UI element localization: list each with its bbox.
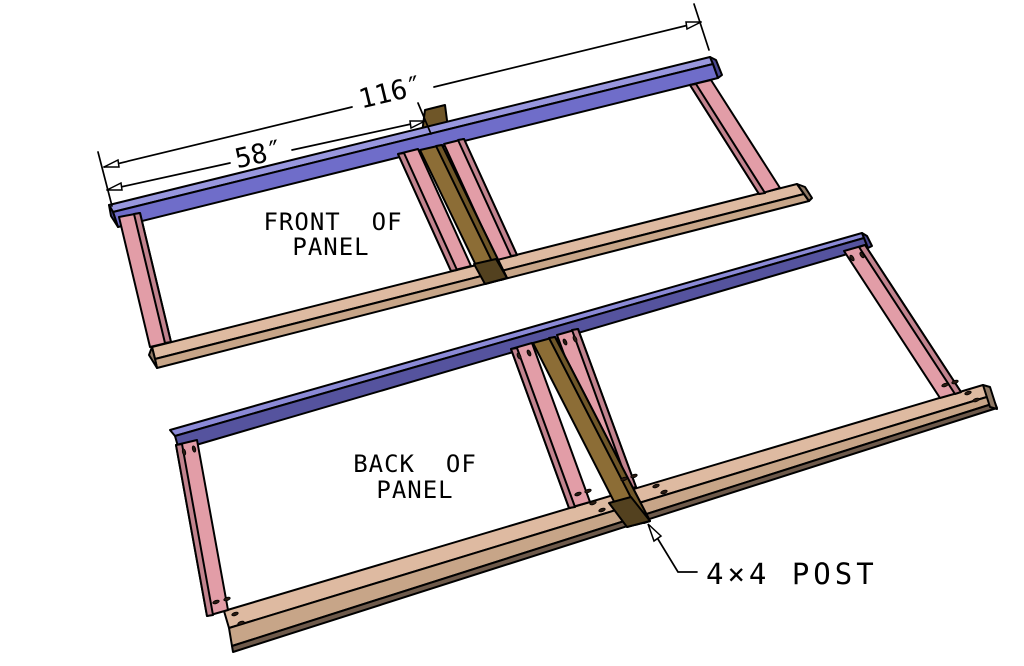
front-panel-center-post-tip	[473, 258, 508, 285]
back-panel-top-plate-right-end	[861, 232, 873, 249]
arrowhead-58-right	[409, 120, 426, 130]
front-panel-center-left-stud-side	[397, 152, 458, 272]
front-panel-label-line1: FRONT OF	[263, 208, 402, 236]
screw-hole	[941, 382, 949, 388]
back-panel-left-stud-side	[175, 443, 214, 617]
front-panel-top-plate-right-end	[709, 56, 723, 79]
screw-hole	[231, 611, 239, 617]
back-panel-center-right-stud-side	[571, 328, 637, 490]
screw-hole	[574, 491, 582, 497]
arrowhead-116-right	[685, 21, 702, 31]
front-panel-left-stud-side	[133, 212, 172, 344]
screw-hole	[652, 483, 660, 489]
arrowhead-116-left	[103, 158, 120, 168]
front-panel-right-stud-side	[689, 83, 766, 195]
front-panel-label: FRONT OF PANEL	[263, 208, 402, 261]
back-panel-screw-holes	[181, 251, 980, 626]
post-callout-leader	[649, 525, 698, 573]
dim-line-58-right-segment	[291, 120, 426, 151]
screw-hole	[572, 335, 578, 343]
back-panel-label-line1: BACK OF	[353, 450, 477, 478]
screw-hole	[598, 507, 606, 513]
post-callout-arrowhead	[647, 523, 663, 543]
front-panel	[108, 56, 813, 369]
extension-line-right	[693, 3, 710, 51]
screw-hole	[181, 448, 187, 456]
screw-hole	[964, 390, 972, 396]
screw-hole	[237, 620, 245, 626]
extension-line-left	[97, 151, 113, 207]
screw-hole	[660, 489, 668, 495]
front-panel-label-line2: PANEL	[292, 233, 369, 261]
screw-hole	[620, 476, 628, 482]
screw-hole	[849, 254, 855, 262]
dim-line-116-left-segment	[103, 106, 353, 168]
screw-hole	[584, 488, 592, 494]
back-panel-right-stud-side	[858, 244, 962, 395]
front-panel-center-right-stud-side	[457, 138, 518, 257]
front-panel-bottom-plate-left-end	[148, 346, 158, 369]
back-panel-label-line2: PANEL	[376, 476, 453, 504]
screw-hole	[630, 473, 638, 479]
screw-hole	[589, 500, 597, 506]
screw-hole	[972, 397, 980, 403]
screw-hole	[516, 352, 522, 360]
dim-116-value: 116″	[356, 70, 426, 115]
arrowhead-58-left	[106, 181, 123, 191]
front-panel-top-plate-left-end	[108, 204, 119, 228]
screw-hole	[951, 379, 959, 385]
dim-line-116-right-segment	[433, 21, 702, 88]
screw-hole	[223, 596, 231, 602]
post-callout: 4×4 POST	[647, 523, 878, 591]
back-panel	[169, 232, 998, 653]
back-panel-center-post-tip	[608, 496, 651, 528]
dim-line-58-left-segment	[106, 162, 231, 191]
dimension-116: 116″	[97, 3, 710, 207]
screw-hole	[191, 445, 197, 453]
screw-hole	[212, 599, 220, 605]
back-panel-label: BACK OF PANEL	[353, 450, 477, 504]
back-panel-center-left-stud-side	[510, 347, 576, 509]
screw-hole	[526, 349, 532, 357]
front-panel-bottom-plate-right-end	[796, 183, 813, 202]
screw-hole	[859, 251, 865, 259]
screw-hole	[562, 338, 568, 346]
extension-line-mid	[417, 102, 432, 135]
post-callout-label: 4×4 POST	[706, 557, 878, 591]
back-panel-bottom-plate-right-end	[982, 384, 998, 410]
